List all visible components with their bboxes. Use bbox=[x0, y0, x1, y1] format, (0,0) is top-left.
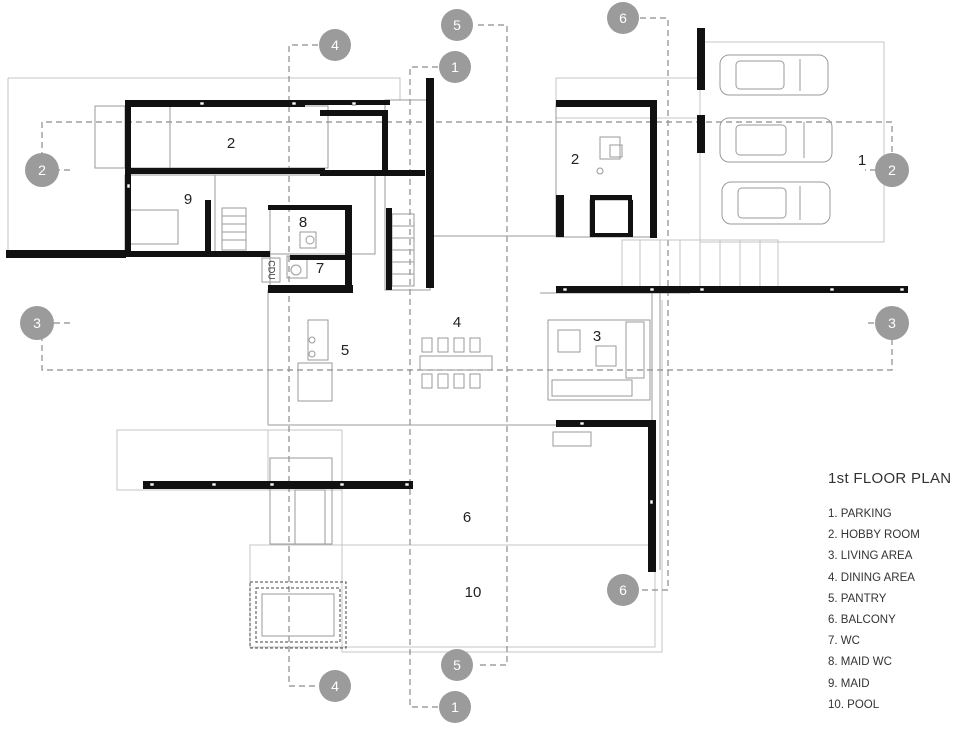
section-marker-label: 5 bbox=[453, 17, 461, 33]
section-marker-label: 1 bbox=[451, 699, 459, 715]
section-marker-4-top: 4 bbox=[319, 29, 351, 61]
room-number-pantry: 5 bbox=[341, 342, 349, 359]
room-number-maid-wc: 8 bbox=[299, 214, 307, 231]
room-numbers: 1 2 2 3 4 5 6 7 8 9 10 bbox=[184, 135, 866, 601]
legend-item-maid-wc: 8. MAID WC bbox=[828, 656, 892, 669]
car-2 bbox=[719, 117, 833, 163]
site-outline bbox=[7, 41, 885, 653]
legend-item-living-area: 3. LIVING AREA bbox=[828, 550, 913, 563]
room-number-pool: 10 bbox=[465, 584, 482, 601]
room-number-dining: 4 bbox=[453, 314, 461, 331]
staircase bbox=[221, 207, 415, 287]
furniture bbox=[129, 136, 651, 447]
section-marker-1-top: 1 bbox=[439, 51, 471, 83]
legend-item-maid: 9. MAID bbox=[828, 677, 870, 690]
legend-item-hobby-room: 2. HOBBY ROOM bbox=[828, 529, 920, 542]
room-number-hobby-left: 2 bbox=[227, 135, 235, 152]
section-markers: 1 1 2 2 3 3 4 4 bbox=[20, 2, 909, 723]
section-marker-2-left: 2 bbox=[25, 153, 59, 187]
section-marker-2-right: 2 bbox=[875, 153, 909, 187]
legend-item-pool: 10. POOL bbox=[828, 698, 880, 711]
section-marker-label: 4 bbox=[331, 37, 339, 53]
car-3 bbox=[721, 181, 831, 225]
entry-steps bbox=[621, 239, 779, 289]
section-marker-3-right: 3 bbox=[875, 306, 909, 340]
column-posts bbox=[126, 101, 905, 505]
section-marker-label: 3 bbox=[33, 315, 41, 331]
section-marker-1-bottom: 1 bbox=[439, 691, 471, 723]
room-number-maid: 9 bbox=[184, 191, 192, 208]
section-marker-label: 5 bbox=[453, 657, 461, 673]
room-number-parking: 1 bbox=[858, 152, 866, 169]
cdu-label: CDU bbox=[267, 260, 277, 280]
section-marker-label: 4 bbox=[331, 678, 339, 694]
room-number-balcony: 6 bbox=[463, 509, 471, 526]
floor-plan-legend: 1st FLOOR PLAN 1. PARKING 2. HOBBY ROOM … bbox=[828, 470, 958, 716]
section-marker-3-left: 3 bbox=[20, 306, 54, 340]
pool bbox=[249, 581, 347, 649]
plan-title: 1st FLOOR PLAN bbox=[828, 470, 952, 487]
section-marker-label: 6 bbox=[619, 582, 627, 598]
section-marker-4-bottom: 4 bbox=[319, 670, 351, 702]
section-marker-6-bottom: 6 bbox=[607, 574, 639, 606]
section-marker-label: 2 bbox=[38, 162, 46, 178]
section-marker-label: 6 bbox=[619, 10, 627, 26]
room-number-wc: 7 bbox=[316, 260, 324, 277]
section-marker-5-top: 5 bbox=[441, 9, 473, 41]
section-marker-6-top: 6 bbox=[607, 2, 639, 34]
walls bbox=[6, 28, 908, 572]
room-number-hobby-right: 2 bbox=[571, 151, 579, 168]
section-marker-5-bottom: 5 bbox=[441, 649, 473, 681]
legend-item-dining-area: 4. DINING AREA bbox=[828, 571, 915, 584]
room-number-living: 3 bbox=[593, 328, 601, 345]
section-marker-label: 2 bbox=[888, 162, 896, 178]
parked-cars bbox=[719, 54, 833, 225]
legend-item-wc: 7. WC bbox=[828, 635, 860, 648]
section-marker-label: 3 bbox=[888, 315, 896, 331]
section-marker-label: 1 bbox=[451, 59, 459, 75]
car-1 bbox=[719, 54, 829, 96]
legend-item-pantry: 5. PANTRY bbox=[828, 592, 887, 605]
legend-item-balcony: 6. BALCONY bbox=[828, 613, 896, 626]
cdu-unit: CDU bbox=[261, 257, 281, 283]
legend-item-parking: 1. PARKING bbox=[828, 508, 892, 520]
